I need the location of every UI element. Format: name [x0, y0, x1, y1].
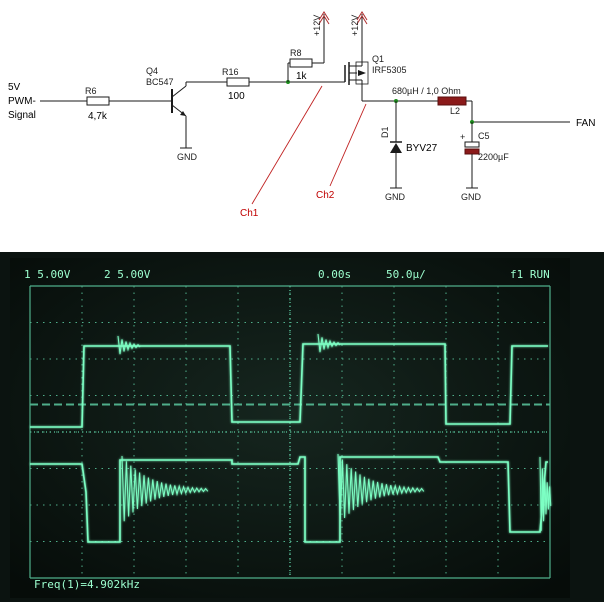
- ch1-scale-readout: 1 5.00V: [24, 268, 71, 281]
- q1-part: IRF5305: [372, 65, 407, 75]
- r16-value: 100: [228, 91, 245, 102]
- ch2-ringing-2: [337, 453, 425, 524]
- mosfet-q1: Q1 IRF5305: [342, 54, 407, 85]
- trigger-status: f1 RUN: [510, 268, 550, 281]
- r6-ref: R6: [85, 86, 97, 96]
- ch2-scale-readout: 2 5.00V: [104, 268, 151, 281]
- scope-traces: [30, 333, 552, 543]
- d1-part: BYV27: [406, 143, 438, 154]
- capacitor-c5: + C5 2200µF: [460, 131, 509, 162]
- gnd-label-d1: GND: [385, 192, 406, 202]
- c5-value: 2200µF: [478, 152, 509, 162]
- r8-value: 1k: [296, 71, 308, 82]
- r8-ref: R8: [290, 48, 302, 58]
- supply-label-1: +12V: [312, 15, 322, 36]
- diode-d1: D1 BYV27: [380, 126, 438, 154]
- gnd-label-q4: GND: [177, 152, 198, 162]
- ch1-ringing-2: [317, 333, 341, 353]
- probe-ch2-label: Ch2: [316, 190, 335, 201]
- c5-ref: C5: [478, 131, 490, 141]
- resistor-r8: R8 1k: [289, 48, 313, 82]
- l2-value: 680µH / 1,0 Ohm: [392, 86, 461, 96]
- ch1-ringing-1: [117, 335, 141, 355]
- q4-ref: Q4: [146, 66, 158, 76]
- resistor-r16: R16 100: [222, 67, 250, 102]
- input-label-line1: 5V: [8, 82, 21, 93]
- d1-ref: D1: [380, 126, 390, 138]
- output-label: FAN: [576, 118, 595, 129]
- c5-plus: +: [460, 132, 465, 142]
- probe-ch2: Ch2: [316, 103, 367, 201]
- q4-part: BC547: [146, 77, 174, 87]
- ch2-trace: [30, 456, 548, 543]
- graticule-grid: [29, 285, 551, 579]
- input-label-line2: PWM-: [8, 96, 36, 107]
- transistor-q4: Q4 BC547: [146, 66, 187, 117]
- supply-arrow-1: +12V: [312, 11, 330, 36]
- time-offset-readout: 0.00s: [318, 268, 351, 281]
- supply-arrow-2: +12V: [350, 11, 368, 36]
- r16-ref: R16: [222, 67, 239, 77]
- supply-label-2: +12V: [350, 15, 360, 36]
- schematic-diagram: 5V PWM- Signal R6 4,7k Q4 BC547 GND R16 …: [8, 11, 595, 219]
- ch2-ringing-3: [539, 456, 552, 531]
- r6-value: 4,7k: [88, 111, 108, 122]
- resistor-r6: R6 4,7k: [85, 86, 110, 122]
- ch2-ringing-1: [121, 455, 209, 522]
- gnd-label-c5: GND: [461, 192, 482, 202]
- timebase-readout: 50.0µ/: [386, 268, 426, 281]
- probe-ch1: Ch1: [240, 85, 323, 219]
- input-label-line3: Signal: [8, 110, 36, 121]
- l2-ref: L2: [450, 106, 460, 116]
- ch1-trace: [30, 343, 548, 428]
- frequency-readout: Freq(1)=4.902kHz: [34, 578, 140, 591]
- oscilloscope-screen: 1 5.00V 2 5.00V 0.00s 50.0µ/ f1 RUN Freq…: [0, 252, 604, 602]
- probe-ch1-label: Ch1: [240, 208, 259, 219]
- q1-ref: Q1: [372, 54, 384, 64]
